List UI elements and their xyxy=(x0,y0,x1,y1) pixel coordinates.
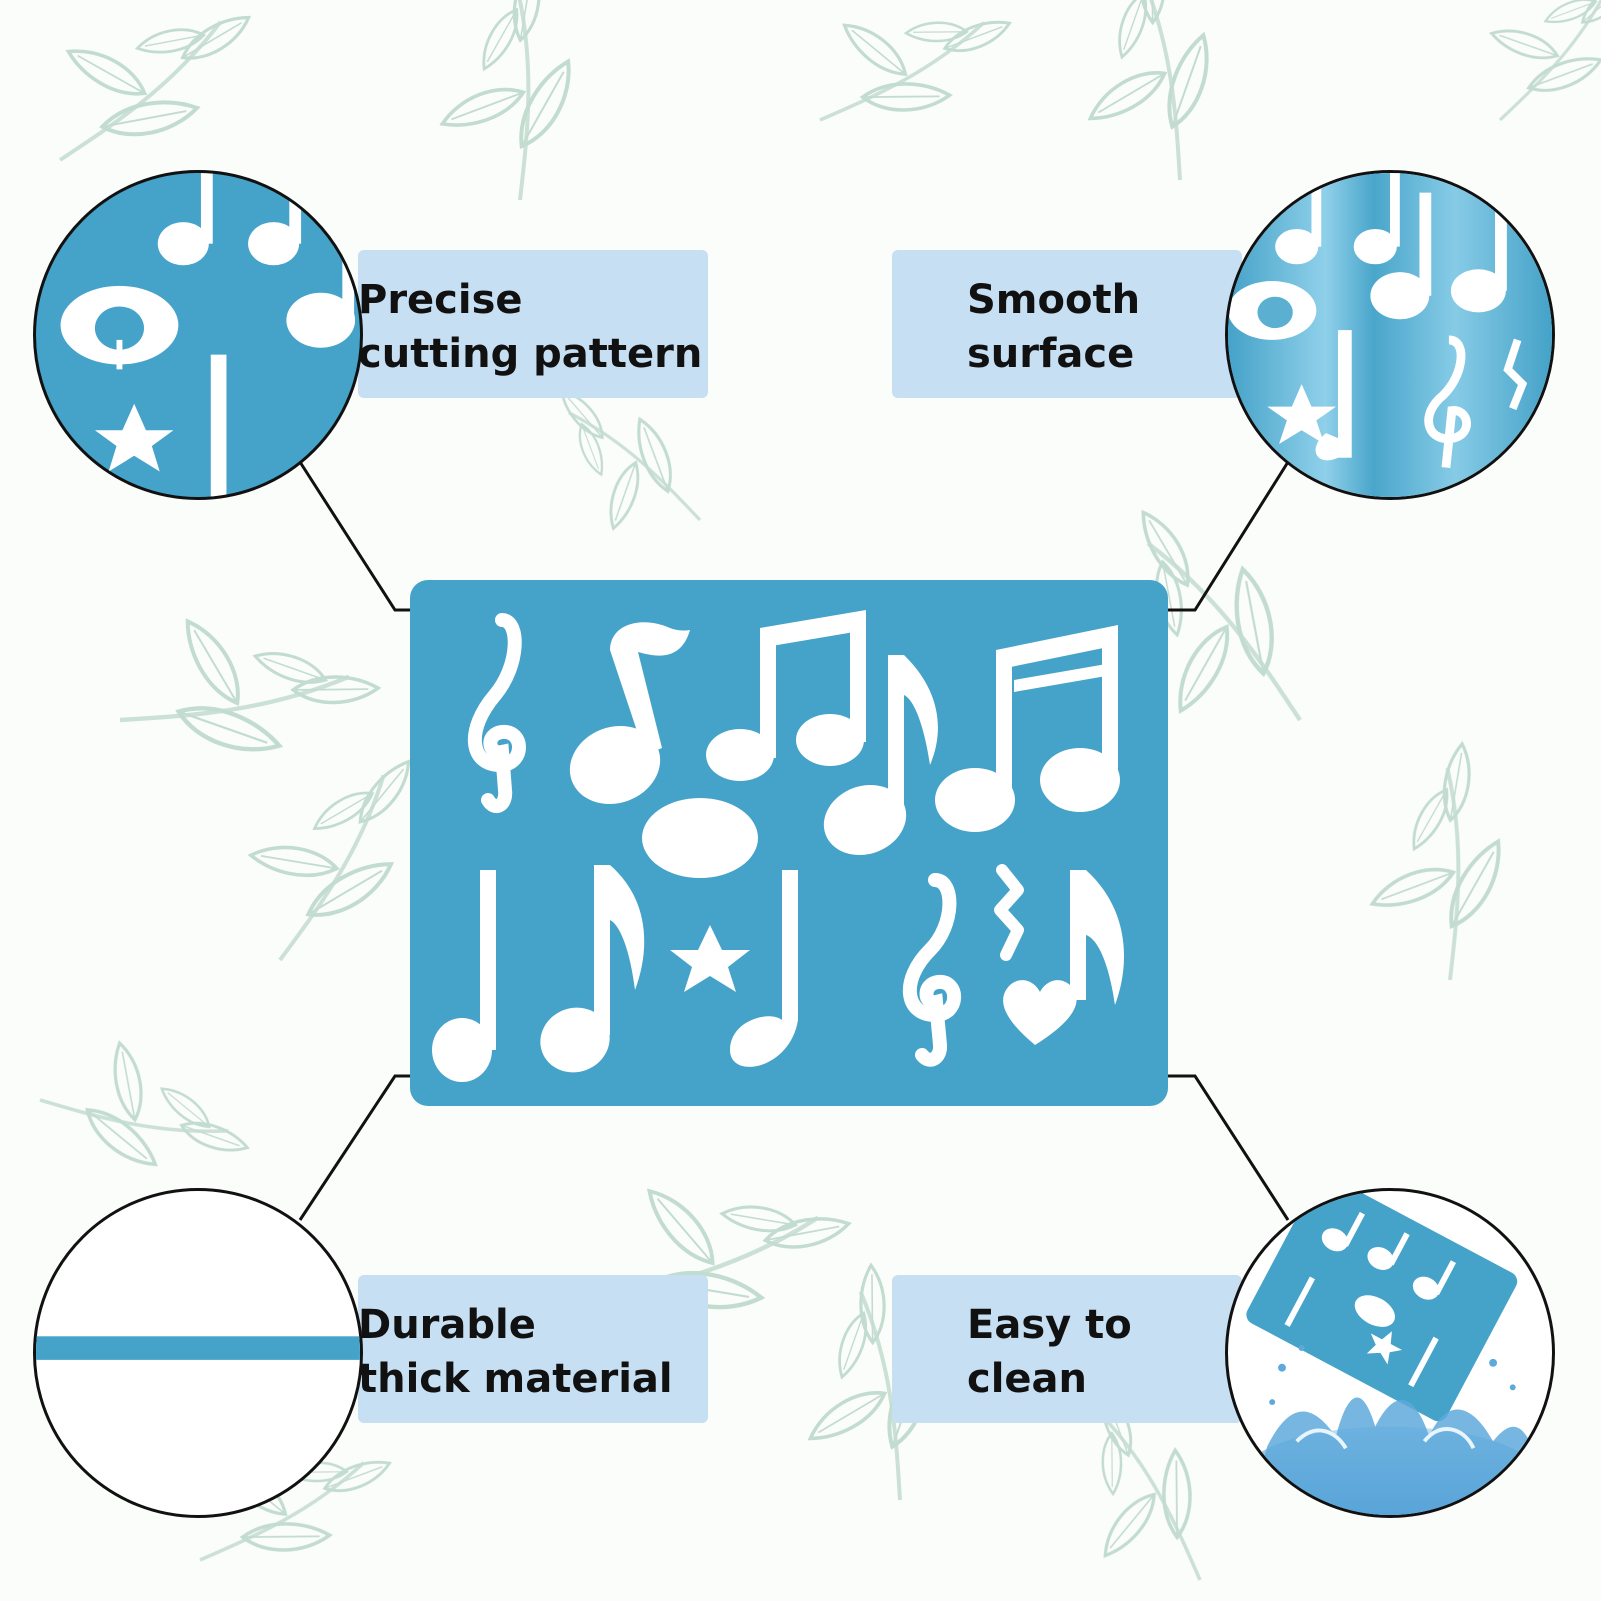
feature-subtitle: thick material xyxy=(358,1356,673,1402)
star-icon xyxy=(1267,384,1336,444)
feature-subtitle: cutting pattern xyxy=(358,331,703,377)
beamed-notes-icon xyxy=(706,610,866,781)
music-note-icon xyxy=(540,865,645,1073)
beamed-notes-icon xyxy=(935,625,1120,832)
music-note-icon xyxy=(1070,870,1125,1005)
music-note-stencil xyxy=(410,580,1168,1106)
feature-subtitle: surface xyxy=(967,331,1135,377)
music-note-icon xyxy=(432,870,496,1082)
zoom-circle-smooth-surface xyxy=(1225,170,1555,500)
feature-title: Precise xyxy=(358,277,523,323)
water-splash-icon xyxy=(1242,1345,1538,1515)
heart-icon xyxy=(1003,980,1077,1045)
feature-title: Durable xyxy=(358,1302,536,1348)
treble-clef-icon xyxy=(467,613,526,813)
whole-note-icon xyxy=(1228,281,1317,340)
material-edge xyxy=(36,1336,360,1360)
whole-note-icon xyxy=(60,285,179,370)
rest-icon xyxy=(994,864,1024,961)
zoom-circle-precise-cutting xyxy=(33,170,363,500)
treble-clef-icon xyxy=(902,873,962,1067)
music-note-icon xyxy=(823,655,938,856)
star-icon xyxy=(94,403,174,472)
feature-label-precise: Precise cutting pattern xyxy=(358,250,708,398)
treble-clef-icon xyxy=(1424,335,1471,469)
music-note-icon xyxy=(1275,173,1507,461)
zoom-circle-easy-clean xyxy=(1225,1188,1555,1518)
feature-label-clean: Easy to clean xyxy=(892,1275,1242,1423)
feature-title: Easy to xyxy=(967,1302,1132,1348)
feature-subtitle: clean xyxy=(967,1356,1088,1402)
star-icon xyxy=(670,925,750,992)
star-icon xyxy=(1366,1331,1403,1365)
feature-label-smooth: Smooth surface xyxy=(892,250,1242,398)
feature-label-durable: Durable thick material xyxy=(358,1275,708,1423)
zoom-circle-thick-material xyxy=(33,1188,363,1518)
feature-title: Smooth xyxy=(967,277,1141,323)
whole-note-icon xyxy=(642,798,758,878)
music-note-icon xyxy=(569,622,690,805)
music-note-icon xyxy=(730,870,798,1067)
